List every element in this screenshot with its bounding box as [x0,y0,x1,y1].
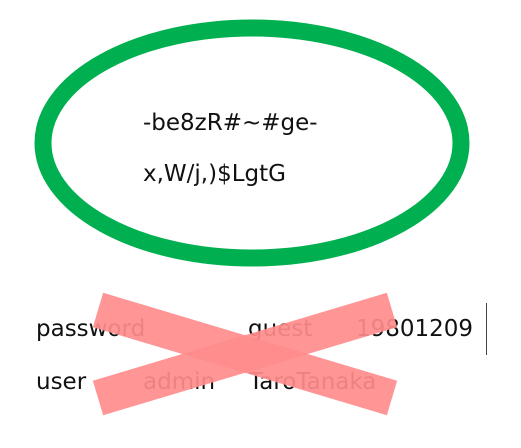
red-cross-mark [92,292,398,416]
text-cursor [486,303,487,355]
bad-password-example: password guest 19801209 user admin TaroT… [0,285,521,425]
strong-password-line-1: -be8zR#~#ge- [143,110,318,136]
strong-password-line-2: x,W/j,)$LgtG [143,161,286,187]
good-password-example: -be8zR#~#ge- x,W/j,)$LgtG [34,19,470,267]
green-circle-mark [34,19,470,267]
weak-word-user: user [36,369,87,395]
